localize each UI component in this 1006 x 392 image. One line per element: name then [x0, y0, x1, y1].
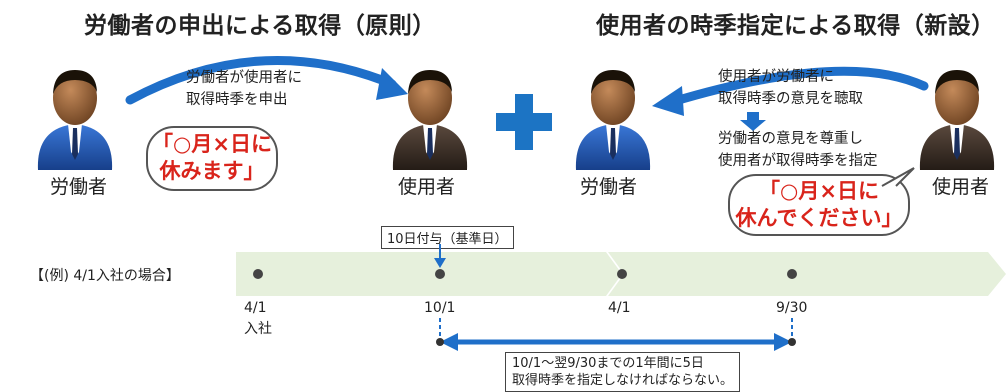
hearing-arrow-icon [652, 66, 929, 116]
left-worker-label: 労働者 [50, 176, 108, 198]
right-worker-label: 労働者 [580, 176, 638, 198]
worker-person-icon [575, 70, 651, 170]
employer-designation-bubble: 「○月×日に 休んでください」 [728, 174, 910, 236]
timeline-point [787, 269, 797, 279]
timeline-point [617, 269, 627, 279]
worker-person-icon [37, 70, 113, 170]
down-arrow-icon [740, 112, 766, 131]
timeline-band [236, 252, 1006, 296]
worker-request-bubble: 「○月×日に 休みます」 [146, 126, 278, 191]
request-note: 労働者が使用者に 取得時季を申出 [186, 70, 302, 108]
timeline-date: 10/1 [424, 300, 456, 316]
request-arrow-icon [125, 56, 408, 105]
right-employer-label: 使用者 [932, 176, 990, 198]
grant-arrow-icon [434, 244, 446, 268]
left-title: 労働者の申出による取得（原則） [84, 13, 436, 39]
timeline-date: 4/1 [608, 300, 631, 316]
employer-person-icon [392, 70, 468, 170]
range-arrow-icon [436, 318, 796, 351]
example-label: 【(例) 4/1入社の場合】 [30, 268, 180, 284]
timeline-date-sub: 入社 [244, 321, 272, 337]
hearing-note: 使用者が労働者に 取得時季の意見を聴取 [718, 69, 863, 107]
range-note: 10/1～翌9/30までの1年間に5日 取得時季を指定しなければならない。 [505, 352, 741, 392]
timeline-date: 4/1 [244, 300, 267, 316]
plus-icon [496, 94, 552, 150]
timeline-point [435, 269, 445, 279]
employer-person-icon [919, 70, 995, 170]
left-employer-label: 使用者 [398, 176, 456, 198]
designation-note: 労働者の意見を尊重し 使用者が取得時季を指定 [718, 131, 878, 169]
right-title: 使用者の時季指定による取得（新設） [596, 13, 995, 39]
timeline-date: 9/30 [776, 300, 808, 316]
grant-label: 10日付与（基準日） [381, 226, 514, 249]
timeline-point [253, 269, 263, 279]
bubble-tail-icon [881, 167, 915, 187]
